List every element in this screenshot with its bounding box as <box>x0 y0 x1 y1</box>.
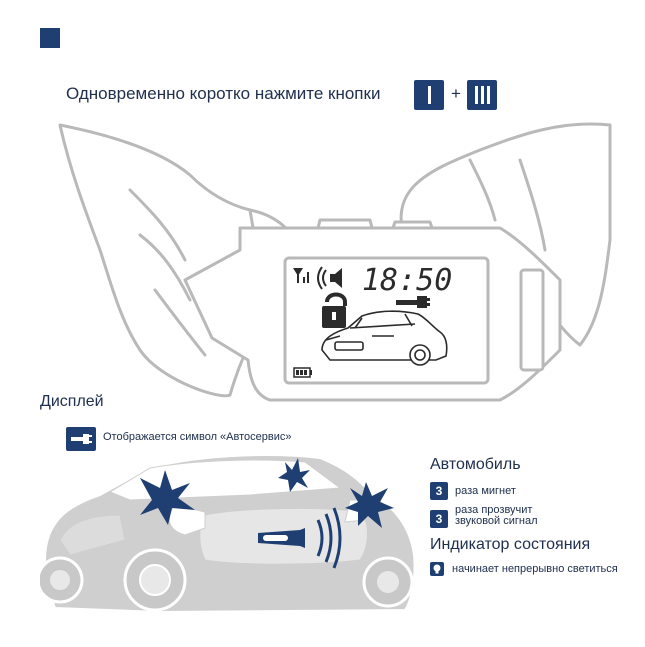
bulb-icon <box>430 562 444 576</box>
button-III-icon <box>467 80 497 110</box>
roof-flash <box>278 458 310 492</box>
hands-holding-remote-illustration: 18:50 <box>58 122 612 402</box>
blink-text: раза мигнет <box>455 485 516 497</box>
beep-text-line1: раза прозвучит <box>455 504 533 516</box>
display-description: Отображается символ «Автосервис» <box>103 431 292 443</box>
unlocked-padlock-icon <box>322 292 347 328</box>
plus-sign: + <box>451 84 461 103</box>
car-section-title: Автомобиль <box>430 456 521 473</box>
service-tool-icon <box>396 296 430 308</box>
display-section-title: Дисплей <box>40 393 104 410</box>
button-I-icon <box>414 80 444 110</box>
blink-count-badge: 3 <box>430 482 448 500</box>
car-icon <box>321 310 448 366</box>
signal-icon <box>293 268 309 283</box>
beep-text-line2: звуковой сигнал <box>455 515 538 527</box>
status-section-title: Индикатор состояния <box>430 536 591 553</box>
instruction-text: Одновременно коротко нажмите кнопки <box>66 84 381 103</box>
speaker-icon <box>317 266 342 290</box>
beep-text: раза прозвучит звуковой сигнал <box>455 505 575 527</box>
service-tool-icon <box>66 427 96 451</box>
horn-icon <box>258 507 342 569</box>
headlight-flash-right <box>345 482 394 528</box>
battery-icon <box>293 367 312 378</box>
car-illustration <box>40 454 416 613</box>
status-text: начинает непрерывно светиться <box>452 563 618 575</box>
section-marker <box>40 28 60 48</box>
beep-count-badge: 3 <box>430 510 448 528</box>
headlight-flash-left <box>140 470 195 525</box>
remote-time: 18:50 <box>362 263 452 298</box>
